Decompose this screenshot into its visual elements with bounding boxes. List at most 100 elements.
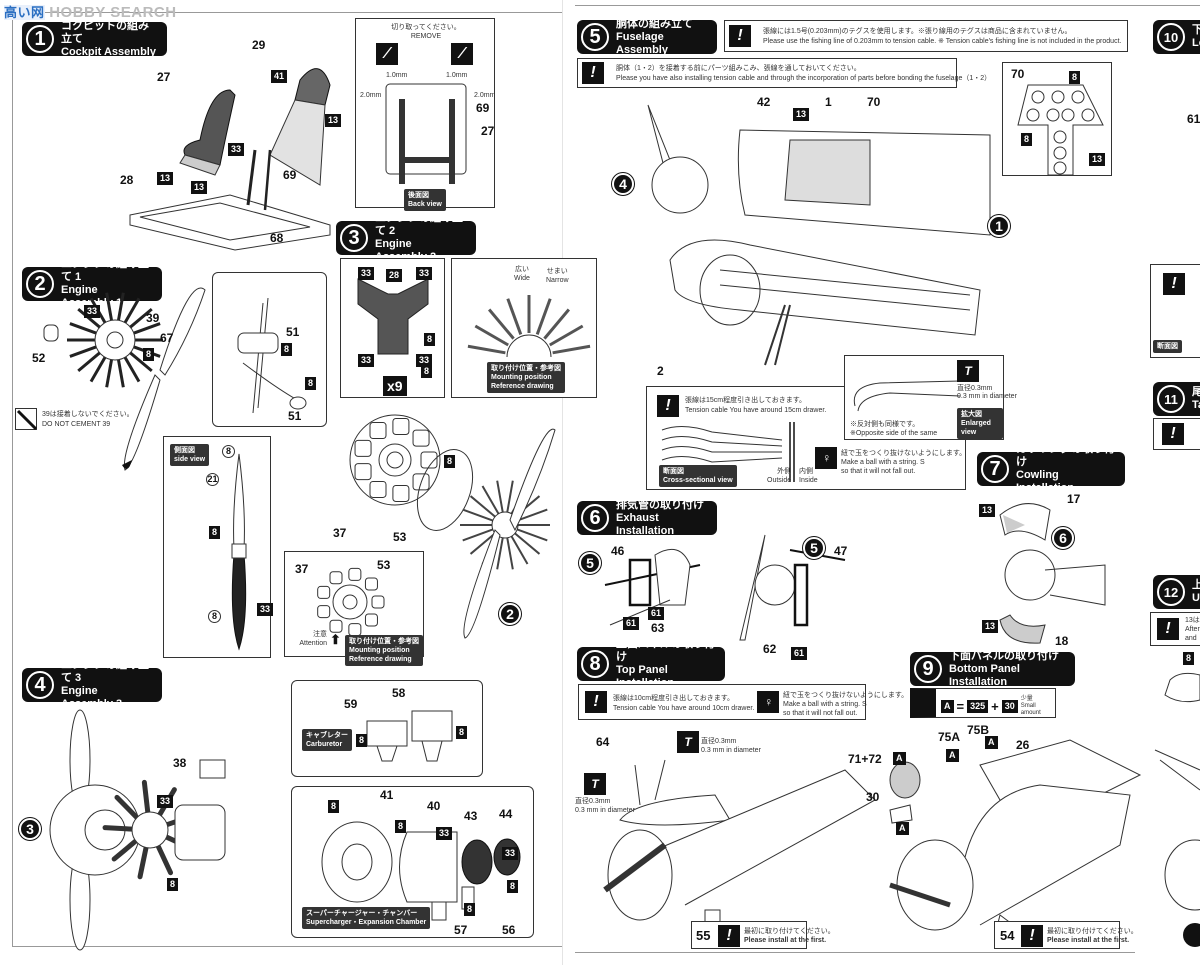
exhaust-rod — [105, 292, 114, 323]
color-chip: 61 — [623, 617, 640, 630]
caution-icon: ! — [582, 62, 604, 84]
install-first-note: 54 ! 最初に取り付けてください。 Please install at the… — [994, 921, 1138, 949]
color-chip: 8 — [444, 455, 456, 468]
reference-step-1-icon: 1 — [988, 215, 1010, 237]
color-chip: 8 — [424, 333, 436, 346]
engine-2-drawing — [349, 414, 556, 639]
side-view-tag: 側面図 side view — [170, 444, 210, 466]
step-title-en: Exhaust Installation — [616, 511, 675, 537]
caution-icon: ! — [1162, 423, 1184, 445]
gauge — [1053, 146, 1067, 160]
cross-section-tag: 断面図 Cross-sectional view — [659, 465, 737, 487]
propeller-blade — [123, 374, 161, 471]
install-first-note: 55 ! 最初に取り付けてください。 Please install at the… — [691, 921, 835, 949]
remove-note-en: REMOVE — [410, 33, 442, 40]
exhaust-rod — [506, 480, 514, 513]
color-chip: 8 — [456, 726, 468, 739]
exhaust-rod — [516, 508, 548, 522]
part-label: 27 — [157, 70, 171, 84]
enlarged-view-box: T 直径0.3mm 0.3 mm in diameter ※反対側も同様です。 … — [844, 355, 1017, 440]
part-label: 71+72 — [848, 752, 882, 766]
supercharger-box: 41 40 43 44 8 8 33 33 8 8 57 56 スーパーチャージ… — [291, 786, 534, 938]
color-chip: 33 — [358, 354, 375, 367]
color-chip: 33 — [502, 847, 519, 860]
step-title-jp: 排気管の取り付け — [616, 498, 704, 511]
reference-step-5-icon: 5 — [579, 552, 601, 574]
part-label: 18 — [1055, 634, 1069, 648]
reference-step-6-icon: 6 — [1052, 527, 1074, 549]
part-label: 75B — [967, 723, 990, 737]
mounting-position-tag: 取り付け位置・参考図 Mounting position Reference d… — [487, 362, 565, 393]
step-title-jp: エンジンの組み立て 1 — [61, 258, 149, 283]
fuselage — [654, 769, 876, 906]
step-title-en: Cockpit Assembly — [61, 45, 156, 58]
watermark: 高い网 HOBBY SEARCH — [4, 2, 177, 21]
part-label: 17 — [1067, 492, 1081, 506]
color-chip: 61 — [791, 647, 808, 660]
right-page-bottom-border — [575, 952, 1135, 953]
cowling-upper-17 — [999, 503, 1051, 541]
reference-step-3-icon: 3 — [19, 818, 41, 840]
exhaust-rod — [105, 357, 114, 388]
drill-icon: T — [584, 773, 606, 795]
cylinder — [348, 623, 362, 637]
part-label: 53 — [377, 558, 391, 572]
step-number: 10 — [1157, 23, 1185, 51]
step-title-jp: カウリングの取り付け — [1016, 443, 1115, 468]
part-label: 55 — [696, 928, 711, 943]
part-label: 56 — [502, 923, 516, 937]
seat-base — [179, 154, 221, 176]
cylinder — [412, 429, 430, 447]
part-label: 54 — [1000, 928, 1015, 943]
exhaust-rod — [69, 344, 99, 358]
reference-step-4-icon: 4 — [612, 173, 634, 195]
cable-cross-section-drawing — [661, 422, 795, 482]
part-label: 51 — [286, 325, 300, 339]
enlarged-view-tag: 拡大図 Enlarged view — [957, 408, 1003, 439]
fishing-line-note: ! 張線には1.5号(0.203mm)のテグスを使用します。※張り線用のテグスは… — [724, 20, 1128, 52]
cowling — [896, 839, 974, 931]
part-label: 40 — [427, 799, 441, 813]
cut-icon: ⁄ — [451, 43, 473, 65]
step-number: 7 — [981, 455, 1009, 483]
color-chip: 8 — [281, 343, 293, 356]
carburetor — [199, 759, 226, 779]
part-label: 69 — [283, 168, 297, 182]
color-chip: 13 — [982, 620, 999, 633]
part-label: 67 — [160, 331, 174, 345]
exhaust-rod — [552, 344, 591, 355]
right-page-top-border — [575, 5, 1200, 6]
carburetor-box: 58 59 8 8 キャブレター Carburetor — [291, 680, 483, 777]
step-title-jp: 胴体の組み立て — [616, 17, 693, 30]
exhaust-rod — [116, 357, 125, 388]
color-chip: A — [893, 752, 906, 765]
exhaust-rod — [510, 535, 529, 565]
step-title-jp: コクピットの組み立て — [61, 19, 149, 45]
hub-detail-drawing — [237, 297, 307, 414]
cowling-lower-18 — [999, 614, 1046, 644]
color-chip: 8 — [464, 903, 476, 916]
carburetor-drawing — [366, 710, 453, 762]
exhaust-pipe — [154, 840, 174, 876]
step-number: 11 — [1157, 385, 1185, 413]
fuselage-lower — [669, 239, 981, 336]
caution-icon: ! — [1157, 618, 1179, 640]
exhaust-pipe — [137, 842, 150, 880]
cylinder-orientation-drawing — [317, 567, 385, 637]
part-label: 58 — [392, 686, 406, 700]
part-label: 75A — [938, 730, 961, 744]
cylinder — [329, 619, 343, 633]
step-10-header: 10 下Lo — [1153, 20, 1200, 54]
cylinder — [329, 571, 343, 585]
color-chip: A — [896, 822, 909, 835]
step-number: 12 — [1157, 578, 1185, 606]
propeller-blade — [509, 428, 556, 532]
gauge — [1081, 108, 1095, 122]
color-chip: 13 — [1089, 153, 1106, 166]
part-label: 30 — [866, 790, 880, 804]
